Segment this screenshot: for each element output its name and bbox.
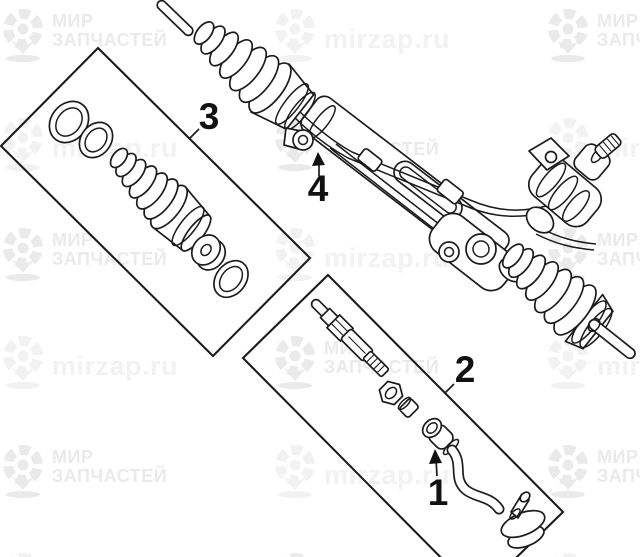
o-ring: [213, 259, 249, 299]
valve-body: [525, 133, 622, 234]
input-shaft: [594, 133, 622, 159]
lower-tie-rod: [587, 317, 636, 360]
lock-nut: [378, 380, 404, 406]
watermark-tile: mirzap.ru: [272, 441, 450, 499]
watermark-site-text: mirzap.ru: [52, 351, 179, 381]
watermark-site-text: mirzap.ru: [324, 460, 451, 490]
pipe-bracket: [283, 127, 314, 151]
pin-gear-icon: [275, 445, 315, 499]
kit-bellows-boot: [109, 147, 212, 252]
pin-gear-icon: [548, 445, 588, 499]
callout-3[interactable]: 3: [188, 96, 220, 140]
pin-gear-icon: [3, 445, 43, 499]
watermark-site-text: mirzap.ru: [324, 24, 451, 54]
watermark-site-text: mirzap.ru: [324, 243, 451, 273]
watermark-tile: mirzap.ru: [0, 332, 178, 390]
pin-gear-icon: [3, 9, 43, 63]
o-ring: [78, 121, 114, 159]
clamp-ring: [397, 396, 419, 418]
pin-gear-icon: [548, 9, 588, 63]
callout-2[interactable]: 2: [444, 349, 476, 394]
boot-kit-box: [0, 46, 312, 358]
callout-1-label[interactable]: 1: [428, 472, 449, 513]
callout-4-label[interactable]: 4: [308, 168, 329, 209]
pin-gear-icon: [275, 9, 315, 63]
left-bellows-boot: [193, 21, 292, 114]
watermark-tile: mirzap.ru: [272, 5, 450, 63]
pin-gear-icon: [275, 336, 315, 390]
grommet-washer: [190, 234, 227, 271]
watermark-tile: mirzap.ru: [0, 114, 178, 172]
pinion-housing: [428, 212, 526, 292]
kit-box-2-outline: [241, 273, 565, 557]
upper-tie-rod: [156, 0, 194, 37]
inner-tie-rod: [310, 298, 390, 378]
callout-3-label[interactable]: 3: [199, 96, 220, 137]
watermark-tile: mirzap.ru: [272, 224, 450, 282]
right-bellows-boot: [501, 243, 636, 360]
callout-1[interactable]: 1: [428, 449, 449, 513]
callout-4[interactable]: 4: [308, 152, 329, 209]
pin-gear-icon: [3, 228, 43, 282]
kit-box-3-outline: [0, 46, 312, 358]
tie-rod-box: [241, 273, 565, 557]
hydraulic-pipes: [291, 107, 597, 261]
outer-tie-rod-end: [421, 417, 546, 549]
pin-gear-icon: [275, 228, 315, 282]
ball-joint: [500, 491, 546, 549]
steering-gear-assembly: [156, 0, 636, 360]
pin-gear-icon: [3, 336, 43, 390]
callout-2-label[interactable]: 2: [455, 349, 476, 390]
